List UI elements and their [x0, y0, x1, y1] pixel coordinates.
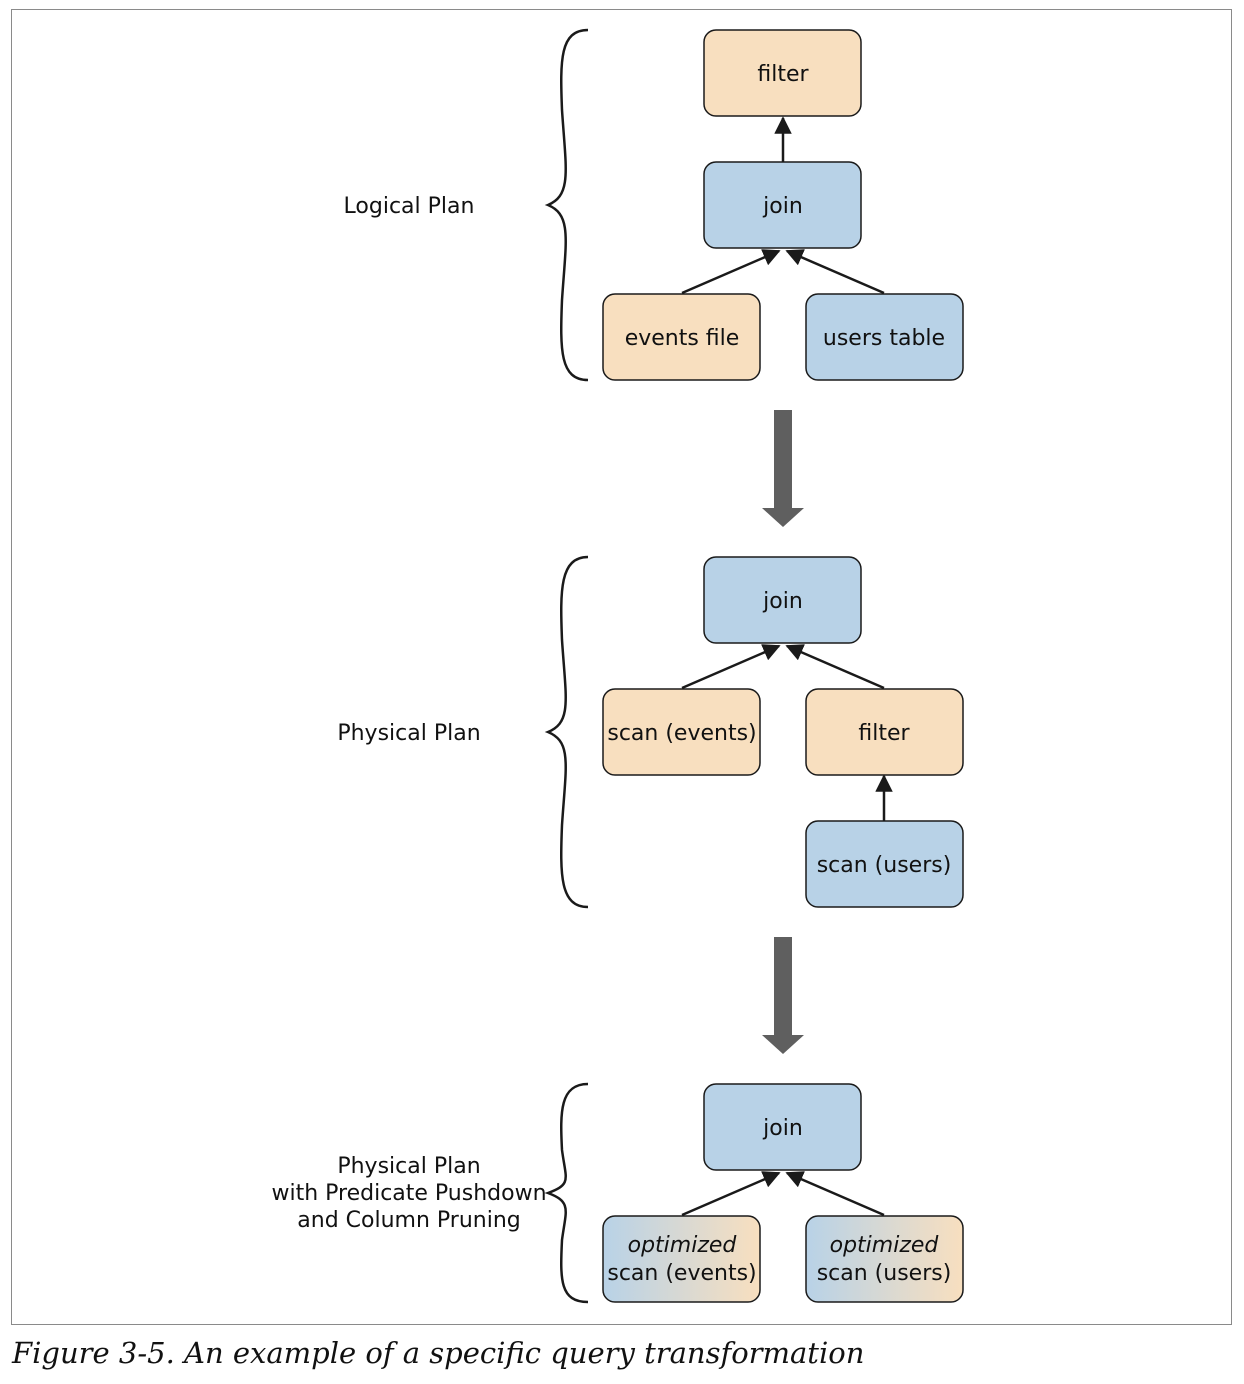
node-optimized-scan-events: optimized scan (events) — [602, 1215, 761, 1303]
edge-filter-to-join — [785, 644, 885, 690]
node-label: join — [762, 1116, 803, 1141]
node-label: join — [762, 194, 803, 219]
node-physical-filter: filter — [805, 688, 964, 776]
logical-plan-label: Logical Plan — [344, 194, 475, 219]
node-logical-users-table: users table — [805, 293, 964, 381]
optimized-plan-label-line1: Physical Plan — [337, 1154, 480, 1179]
transform-arrow-1 — [762, 410, 804, 527]
node-label: scan (events) — [607, 721, 756, 746]
node-label: users table — [823, 326, 945, 351]
node-label-italic: optimized — [830, 1233, 940, 1258]
node-logical-filter: filter — [703, 29, 862, 117]
node-logical-join: join — [703, 161, 862, 249]
edge-scan-events-to-join — [681, 644, 781, 690]
optimized-plan-label-line2: with Predicate Pushdown — [271, 1181, 546, 1206]
node-label: filter — [757, 62, 809, 87]
edge-opt-events-to-join — [681, 1171, 781, 1217]
edge-events-to-join — [681, 249, 781, 295]
node-label: join — [762, 589, 803, 614]
logical-plan-brace — [544, 28, 589, 382]
node-optimized-join: join — [703, 1083, 862, 1171]
node-optimized-scan-users: optimized scan (users) — [805, 1215, 964, 1303]
physical-plan-label: Physical Plan — [337, 721, 480, 746]
optimized-plan-label-line3: and Column Pruning — [297, 1208, 520, 1233]
query-transformation-diagram: Logical Plan filter join events file use… — [271, 28, 964, 1304]
node-logical-events-file: events file — [602, 293, 761, 381]
node-label: filter — [858, 721, 910, 746]
physical-plan-brace — [544, 555, 589, 909]
transform-arrow-2 — [762, 937, 804, 1054]
node-physical-scan-users: scan (users) — [805, 820, 964, 908]
node-label: scan (users) — [817, 853, 952, 878]
node-label: events file — [625, 326, 740, 351]
node-label: scan (users) — [817, 1261, 952, 1286]
edge-users-to-join — [785, 249, 885, 295]
node-label-italic: optimized — [628, 1233, 738, 1258]
figure-frame — [11, 9, 1232, 1325]
node-label: scan (events) — [607, 1261, 756, 1286]
edge-opt-users-to-join — [785, 1171, 885, 1217]
node-physical-join: join — [703, 556, 862, 644]
optimized-plan-brace — [544, 1082, 589, 1304]
figure-caption: Figure 3-5. An example of a specific que… — [12, 1336, 865, 1370]
node-physical-scan-events: scan (events) — [602, 688, 761, 776]
